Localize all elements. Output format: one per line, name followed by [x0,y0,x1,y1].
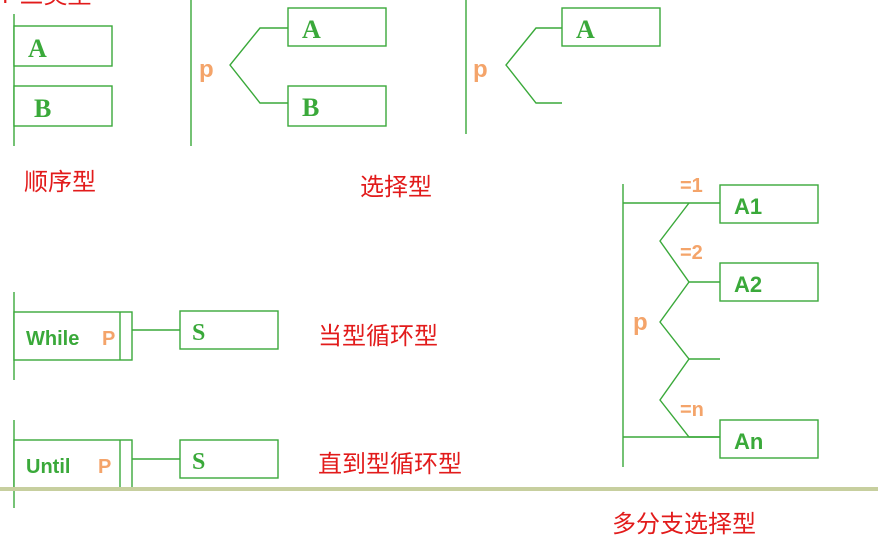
while-loop-structure: While P S [13,292,279,380]
while-keyword: While [26,328,79,350]
selection-single-structure: A p [465,0,661,134]
sequence-box-a [13,25,113,67]
multi-branch-cond-1: =1 [680,175,703,197]
multi-branch-zigzag-mid [659,281,720,360]
while-condition-p: P [102,328,115,350]
sequence-caption: 顺序型 [24,168,96,196]
multi-branch-structure: A1 A2 An =1 =2 =n p [622,175,819,467]
while-body-label: S [192,320,205,346]
selection-condition-p: p [199,56,214,83]
while-condition-box [13,311,133,361]
selection-branch-lines [229,27,288,104]
until-condition-p: P [98,456,111,478]
multi-branch-zigzag-2 [659,202,720,283]
selection-label-b: B [302,93,319,122]
until-condition-box [13,439,133,489]
multi-branch-zigzag-n [659,358,720,438]
while-caption: 当型循环型 [318,322,438,350]
until-body-box [179,439,279,479]
header-fragment: r 三类型 [2,0,92,9]
multi-branch-box-an [719,419,819,459]
multi-branch-condition-p: p [633,309,648,336]
multi-branch-box-a2 [719,262,819,302]
until-caption: 直到型循环型 [318,450,462,478]
selection-structure: A B p [190,0,387,146]
until-keyword: Until [26,456,70,478]
selection-box-a [287,7,387,47]
sequence-label-b: B [34,94,51,123]
while-body-box [179,310,279,350]
until-loop-structure: Until P S [13,420,279,508]
multi-branch-caption: 多分支选择型 [612,510,756,538]
multi-branch-cond-2: =2 [680,242,703,264]
until-body-label: S [192,449,205,475]
selection-label-a: A [302,15,321,44]
sequence-box-b [13,85,113,127]
selection-single-label-a: A [576,15,595,44]
selection-single-condition-p: p [473,56,488,83]
sequence-structure: A B [13,14,113,146]
multi-branch-label-an: An [734,429,763,454]
selection-box-b [287,85,387,127]
multi-branch-label-a1: A1 [734,194,762,219]
selection-single-branch-lines [505,27,562,104]
selection-caption: 选择型 [360,173,432,201]
multi-branch-label-a2: A2 [734,272,762,297]
multi-branch-box-a1 [719,184,819,224]
sequence-label-a: A [28,34,47,63]
selection-single-box-a [561,7,661,47]
multi-branch-cond-n: =n [680,399,704,421]
